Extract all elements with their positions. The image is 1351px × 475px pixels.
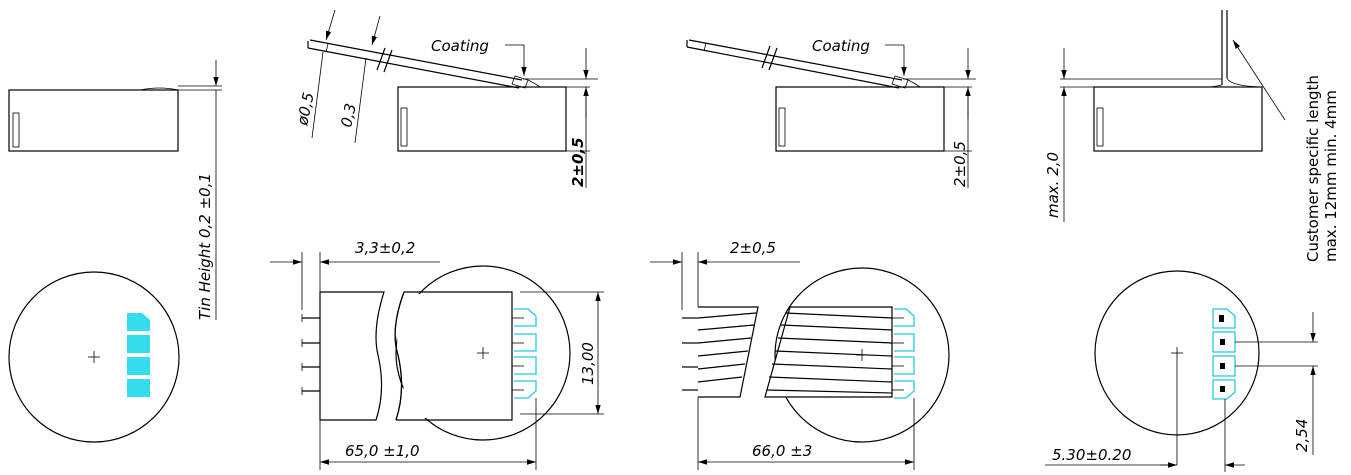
dim-13-label: 13,00 (579, 342, 597, 385)
coating-label-1: Coating (431, 37, 489, 55)
view-pin-bottom (1045, 270, 1318, 472)
dim-66-label: 66,0 ±3 (752, 442, 812, 460)
tin-height-label: Tin Height 0,2 ±0,1 (196, 173, 214, 320)
view-bare-side (8, 60, 222, 320)
view-pin-side (1060, 10, 1286, 222)
height-label-ribbon-view: 2±0,5 (951, 141, 969, 187)
pin-pads (1212, 308, 1236, 400)
dim-254-label: 2,54 (1293, 419, 1311, 452)
wire-pins-left (301, 314, 320, 395)
max-height-label: max. 2,0 (1044, 152, 1062, 218)
dim-3-3-label: 3,3±0,2 (355, 239, 415, 257)
coating-label-2: Coating (812, 37, 870, 55)
ribbon-strips (697, 312, 893, 394)
view-ribbon-bottom (650, 252, 950, 470)
wire-thickness-label: 0,3 (337, 102, 360, 129)
view-ribbon-side (686, 39, 976, 188)
view-bare-bottom (8, 271, 180, 443)
customer-length-line2: max. 12mm min. 4mm (1322, 90, 1340, 262)
dim-65-label: 65,0 ±1,0 (345, 442, 420, 460)
dim-530-label: 5.30±0.20 (1052, 446, 1131, 464)
wire-pads (512, 308, 537, 399)
view-wire-side (307, 9, 598, 188)
dim-2-05-label: 2±0,5 (730, 239, 776, 257)
ribbon-pads (892, 308, 915, 399)
height-label-wire-view: 2±0,5 (569, 137, 587, 187)
ribbon-pins-left (682, 317, 698, 391)
view-wire-bottom (270, 252, 604, 470)
customer-length-line1: Customer specific length (1304, 75, 1322, 262)
